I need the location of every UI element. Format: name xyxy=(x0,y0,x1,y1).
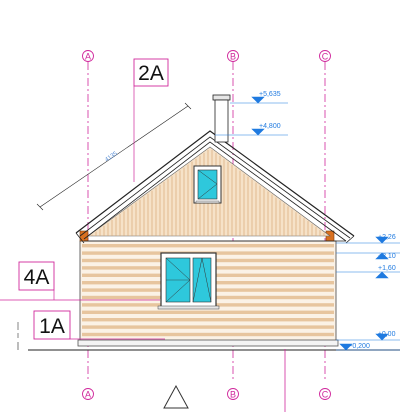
section-label-4a: 4A xyxy=(24,266,50,289)
eave-right-end xyxy=(345,235,355,244)
section-label-1a: 1A xyxy=(39,315,65,338)
axis-label-a-top: A xyxy=(85,52,91,62)
plinth xyxy=(77,339,339,347)
siding-board xyxy=(82,325,334,329)
elevation-window-sill: +1,60 xyxy=(378,265,396,272)
elevation-marks xyxy=(215,96,400,351)
roof-slope-dimension-value: 4135 xyxy=(104,151,119,164)
elevation-eave: +2,26 xyxy=(378,234,396,241)
roof-inner-edge-2 xyxy=(83,141,347,242)
elevation-ground: -0,200 xyxy=(350,343,370,350)
siding-board xyxy=(82,332,334,337)
roof-slope-dimension xyxy=(36,102,192,211)
roof-inner-edge-1 xyxy=(79,136,351,239)
chimney-stack xyxy=(214,99,229,143)
view-direction-triangle xyxy=(163,384,189,409)
axis-label-a-bottom: A xyxy=(85,390,91,400)
elevation-ridge: +4,800 xyxy=(259,123,281,130)
axis-bubble-b-top xyxy=(227,50,239,62)
axis-bubble-b-bottom xyxy=(227,388,239,400)
axis-grid-lines xyxy=(87,62,326,380)
siding-board xyxy=(82,310,334,314)
chimney xyxy=(212,94,231,143)
elevation-chimney-top: +5,635 xyxy=(259,91,281,98)
chimney-cap xyxy=(212,94,231,101)
siding-board xyxy=(82,318,334,322)
axis-bubbles: A B C A B C xyxy=(82,50,331,400)
elevation-window-top: +2,10 xyxy=(378,253,396,260)
section-label-2a: 2A xyxy=(138,62,164,85)
siding-board xyxy=(82,244,334,248)
roof-outer-edge xyxy=(75,130,355,237)
main-window xyxy=(157,252,220,310)
roof xyxy=(75,130,355,244)
axis-bubble-a-bottom xyxy=(82,388,94,400)
axis-bubble-c-top xyxy=(319,50,331,62)
axis-label-b-top: B xyxy=(230,52,236,62)
elevation-floor: ±0,00 xyxy=(378,331,396,338)
axis-bubble-a-top xyxy=(82,50,94,62)
section-mark-1a: 1A xyxy=(33,310,165,340)
eave-left-end xyxy=(75,232,85,244)
gable-window xyxy=(193,165,222,204)
section-mark-2a: 2A xyxy=(133,58,169,182)
section-mark-4a: 4A xyxy=(0,261,160,301)
axis-label-b-bottom: B xyxy=(230,390,236,400)
axis-label-c-top: C xyxy=(322,52,329,62)
axis-bubble-c-bottom xyxy=(319,388,331,400)
axis-label-c-bottom: C xyxy=(322,390,329,400)
